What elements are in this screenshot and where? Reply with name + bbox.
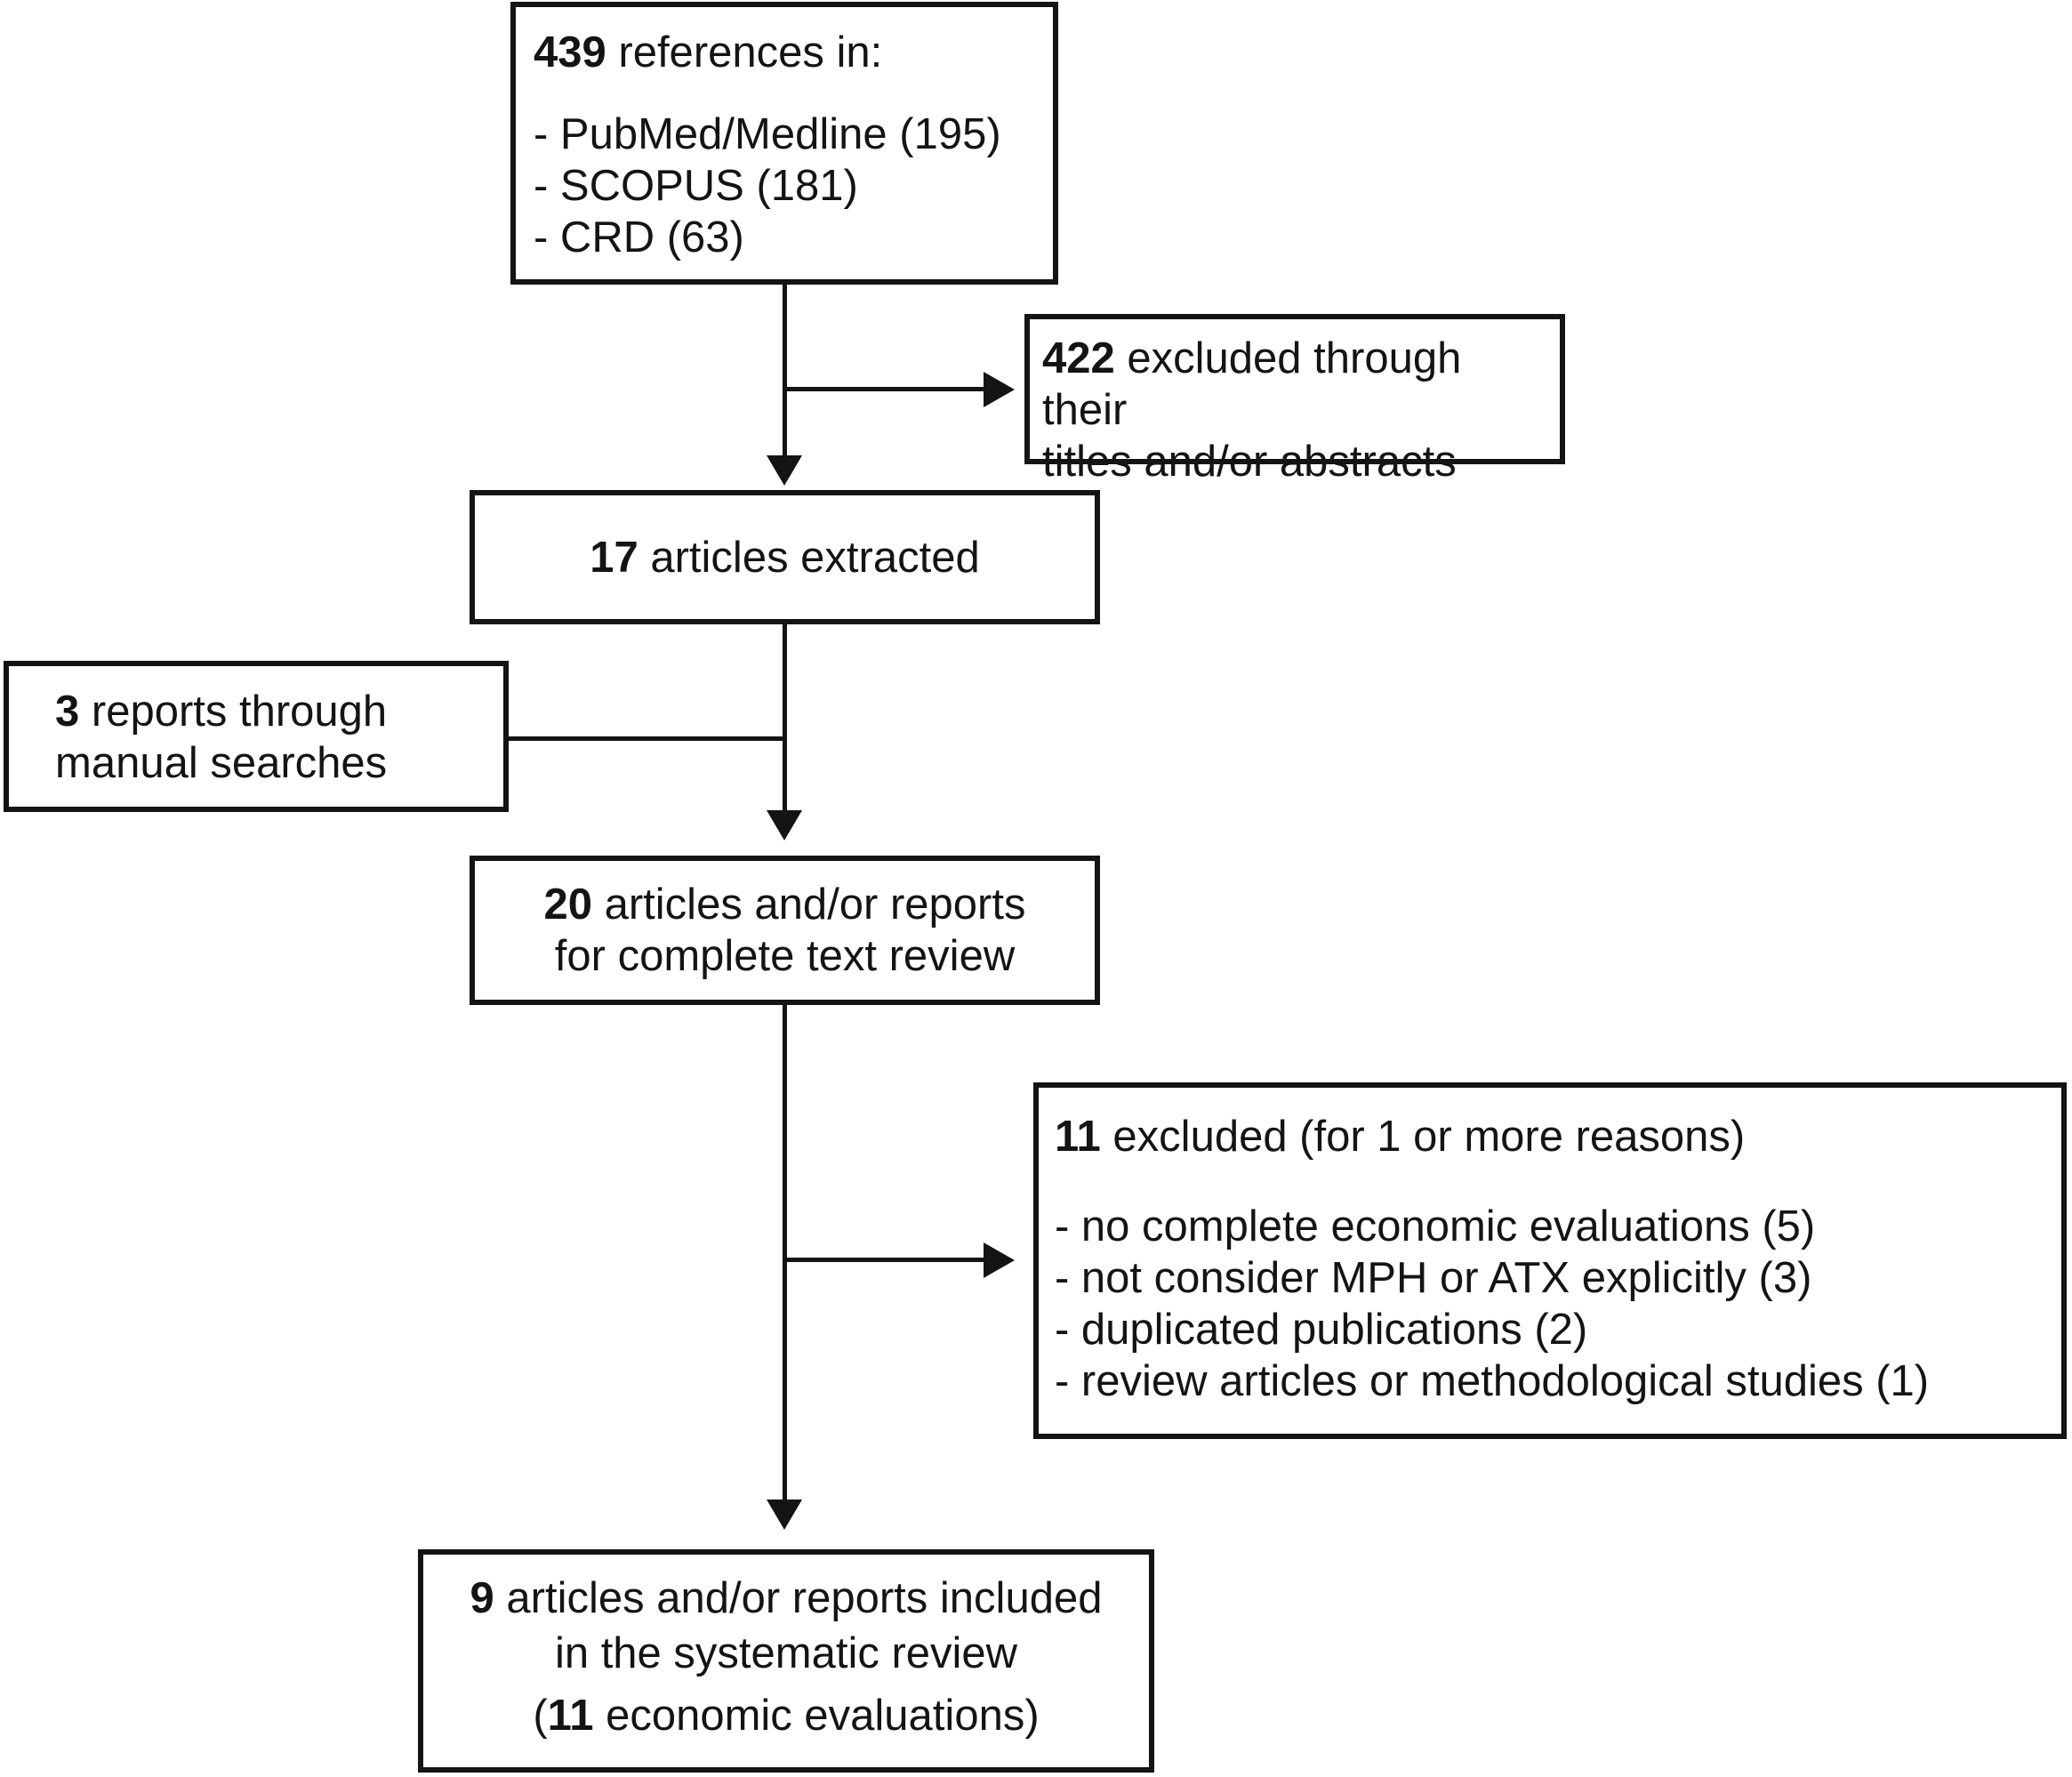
excluded-full-label: excluded (for 1 or more reasons)	[1100, 1113, 1746, 1161]
fulltext-count: 20	[543, 880, 592, 929]
node-excluded-full-text: 11 excluded (for 1 or more reasons) - no…	[1033, 1082, 2067, 1439]
excluded-titles-line1: 422 excluded through their	[1042, 333, 1553, 436]
extracted-label: articles extracted	[638, 533, 980, 582]
excluded-titles-label1: excluded through their	[1042, 334, 1462, 434]
node-included-in-review: 9 articles and/or reports included in th…	[418, 1549, 1154, 1773]
included-paren-open: (	[533, 1692, 548, 1740]
extracted-label-line: 17 articles extracted	[590, 532, 980, 583]
fulltext-label1: articles and/or reports	[592, 880, 1026, 929]
excluded-full-count: 11	[1055, 1113, 1101, 1161]
references-source-list: - PubMed/Medline (195) - SCOPUS (181) - …	[534, 109, 1044, 263]
manual-line1: 3 reports through	[55, 686, 496, 737]
connector-manual-searches-to-main	[503, 736, 786, 741]
manual-line2: manual searches	[55, 739, 388, 787]
connector-fulltext-to-included	[783, 1001, 787, 1500]
arrowhead-into-fulltext-icon	[767, 810, 802, 840]
arrowhead-into-excluded-titles-icon	[984, 372, 1015, 407]
connector-branch-to-excluded-titles	[783, 387, 984, 391]
node-references: 439 references in: - PubMed/Medline (195…	[510, 2, 1058, 285]
fulltext-line1: 20 articles and/or reports	[475, 879, 1095, 930]
manual-count: 3	[55, 687, 80, 736]
arrowhead-into-extracted-icon	[767, 455, 802, 486]
node-manual-searches: 3 reports through manual searches	[4, 661, 509, 812]
list-item: - no complete economic evaluations (5)	[1055, 1202, 1816, 1250]
arrowhead-into-excluded-fulltext-icon	[984, 1242, 1015, 1278]
connector-branch-to-excluded-fulltext	[783, 1258, 984, 1262]
included-line2: in the systematic review	[554, 1629, 1018, 1677]
included-label1: articles and/or reports included	[494, 1574, 1103, 1622]
arrowhead-into-included-icon	[767, 1500, 802, 1530]
excluded-full-title: 11 excluded (for 1 or more reasons)	[1055, 1111, 2052, 1162]
manual-label1: reports through	[79, 687, 388, 736]
included-line1: 9 articles and/or reports included	[423, 1571, 1149, 1626]
list-item: - duplicated publications (2)	[1055, 1306, 1588, 1354]
list-item: - not consider MPH or ATX explicitly (3)	[1055, 1254, 1812, 1302]
node-excluded-by-title-abstract: 422 excluded through their titles and/or…	[1024, 314, 1565, 486]
included-line3: (11 economic evaluations)	[423, 1688, 1149, 1743]
excluded-titles-count: 422	[1042, 334, 1115, 382]
node-references-title: 439 references in:	[534, 27, 1044, 78]
references-count: 439	[534, 28, 606, 76]
connector-references-to-extracted	[783, 281, 787, 457]
excluded-full-reason-list: - no complete economic evaluations (5) -…	[1055, 1201, 2052, 1407]
fulltext-line2: for complete text review	[554, 932, 1016, 980]
list-item: - CRD (63)	[534, 213, 744, 261]
connector-extracted-to-fulltext	[783, 621, 787, 810]
extracted-count: 17	[590, 533, 638, 582]
included-count: 9	[470, 1574, 494, 1622]
included-line3-rest: economic evaluations)	[593, 1692, 1040, 1740]
list-item: - SCOPUS (181)	[534, 162, 858, 210]
list-item: - PubMed/Medline (195)	[534, 110, 1001, 158]
references-label: references in:	[606, 28, 883, 76]
included-evaluations-count: 11	[547, 1692, 594, 1740]
node-full-text-review: 20 articles and/or reports for complete …	[470, 856, 1100, 1005]
list-item: - review articles or methodological stud…	[1055, 1357, 1930, 1405]
excluded-titles-line2: titles and/or abstracts	[1042, 438, 1457, 486]
node-articles-extracted: 17 articles extracted	[470, 490, 1100, 624]
